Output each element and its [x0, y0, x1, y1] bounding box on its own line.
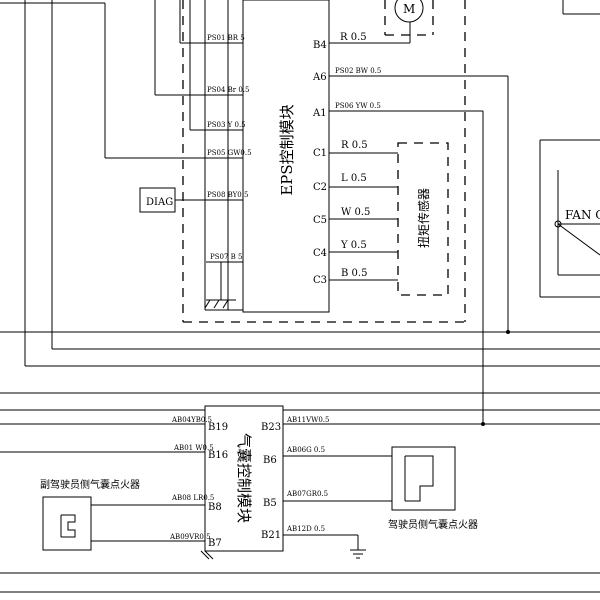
eps-pin-ps04-label: PS04 Br 0.5 — [207, 86, 250, 94]
driver-igniter: 驾驶员侧气囊点火器 — [388, 446, 478, 531]
airbag-pin-b19: B19 — [208, 422, 228, 433]
airbag-wire-b23: AB11VW0.5 — [286, 416, 330, 424]
airbag-ground-symbol — [350, 549, 366, 559]
eps-wire-a1: PS06 YW 0.5 — [335, 102, 381, 110]
airbag-chassis-mark — [200, 550, 214, 560]
airbag-pin-b5: B5 — [263, 498, 277, 509]
motor: M — [384, 0, 434, 36]
airbag-wire-b5: AB07GR0.5 — [286, 490, 328, 498]
airbag-wire-b19: AB04YB0.5 — [171, 416, 212, 424]
eps-wire-c5: W 0.5 — [341, 207, 370, 218]
airbag-pin-b16: B16 — [208, 450, 228, 461]
eps-ground-symbol — [204, 299, 236, 309]
eps-pin-ps07-label: PS07 B 5 — [210, 253, 242, 261]
airbag-module: 气囊控制模块 AB04YB0.5 B19 AB01 W0.5 B16 AB08 … — [0, 405, 600, 560]
airbag-module-title: 气囊控制模块 — [235, 433, 253, 523]
eps-wire-b4: R 0.5 — [340, 32, 367, 43]
eps-pin-c2: C2 — [313, 182, 327, 193]
driver-igniter-label: 驾驶员侧气囊点火器 — [388, 518, 478, 531]
eps-pin-c3: C3 — [313, 275, 327, 286]
eps-pin-ps01-label: PS01 BR 5 — [207, 34, 245, 42]
torque-sensor-label: 扭矩传感器 — [416, 188, 431, 248]
airbag-wire-b8: AB08 LR0.5 — [171, 494, 214, 502]
fan-fragment: FAN GN — [539, 0, 600, 298]
diag-label: DIAG — [146, 197, 173, 208]
airbag-pin-b8: B8 — [208, 502, 222, 513]
torque-sensor: 扭矩传感器 — [397, 142, 449, 296]
airbag-pin-b6: B6 — [263, 455, 277, 466]
fan-label: FAN GN — [565, 208, 600, 222]
eps-wire-c4: Y 0.5 — [340, 240, 367, 251]
eps-pin-ps05-label: PS05 GW0.5 — [207, 149, 252, 157]
airbag-pin-b23: B23 — [261, 422, 281, 433]
eps-pin-ps08-label: PS08 BY0.5 — [207, 191, 248, 199]
airbag-wire-b16: AB01 W0.5 — [173, 444, 214, 452]
eps-pin-a6: A6 — [312, 72, 327, 83]
airbag-wire-b6: AB06G 0.5 — [286, 446, 325, 454]
eps-module-title: EPS控制模块 — [278, 104, 296, 195]
eps-wire-c2: L 0.5 — [341, 173, 367, 184]
eps-shield-outline — [182, 0, 466, 323]
passenger-igniter-label: 副驾驶员侧气囊点火器 — [40, 478, 140, 491]
eps-pin-ps03-label: PS03 Y 0.5 — [207, 121, 246, 129]
airbag-pin-b21: B21 — [261, 530, 281, 541]
eps-pin-a1: A1 — [312, 108, 327, 119]
eps-pin-c4: C4 — [313, 248, 327, 259]
motor-symbol: M — [403, 2, 415, 16]
eps-pin-c1: C1 — [313, 148, 327, 159]
eps-wire-c3: B 0.5 — [341, 268, 367, 279]
eps-pin-b4: B4 — [313, 40, 327, 51]
eps-wire-c1: R 0.5 — [341, 140, 368, 151]
diag-connector: DIAG — [139, 187, 176, 213]
eps-pin-c5: C5 — [313, 215, 327, 226]
airbag-wire-b21: AB12D 0.5 — [286, 525, 325, 533]
passenger-igniter: 副驾驶员侧气囊点火器 — [40, 478, 140, 551]
airbag-pin-b7: B7 — [208, 538, 222, 549]
eps-wire-a6: PS02 BW 0.5 — [335, 67, 381, 75]
airbag-wire-b7: AB09VR0.5 — [169, 533, 211, 541]
eps-module: EPS控制模块 PS01 BR 5 PS04 Br 0.5 PS03 Y 0.5… — [0, 0, 510, 426]
